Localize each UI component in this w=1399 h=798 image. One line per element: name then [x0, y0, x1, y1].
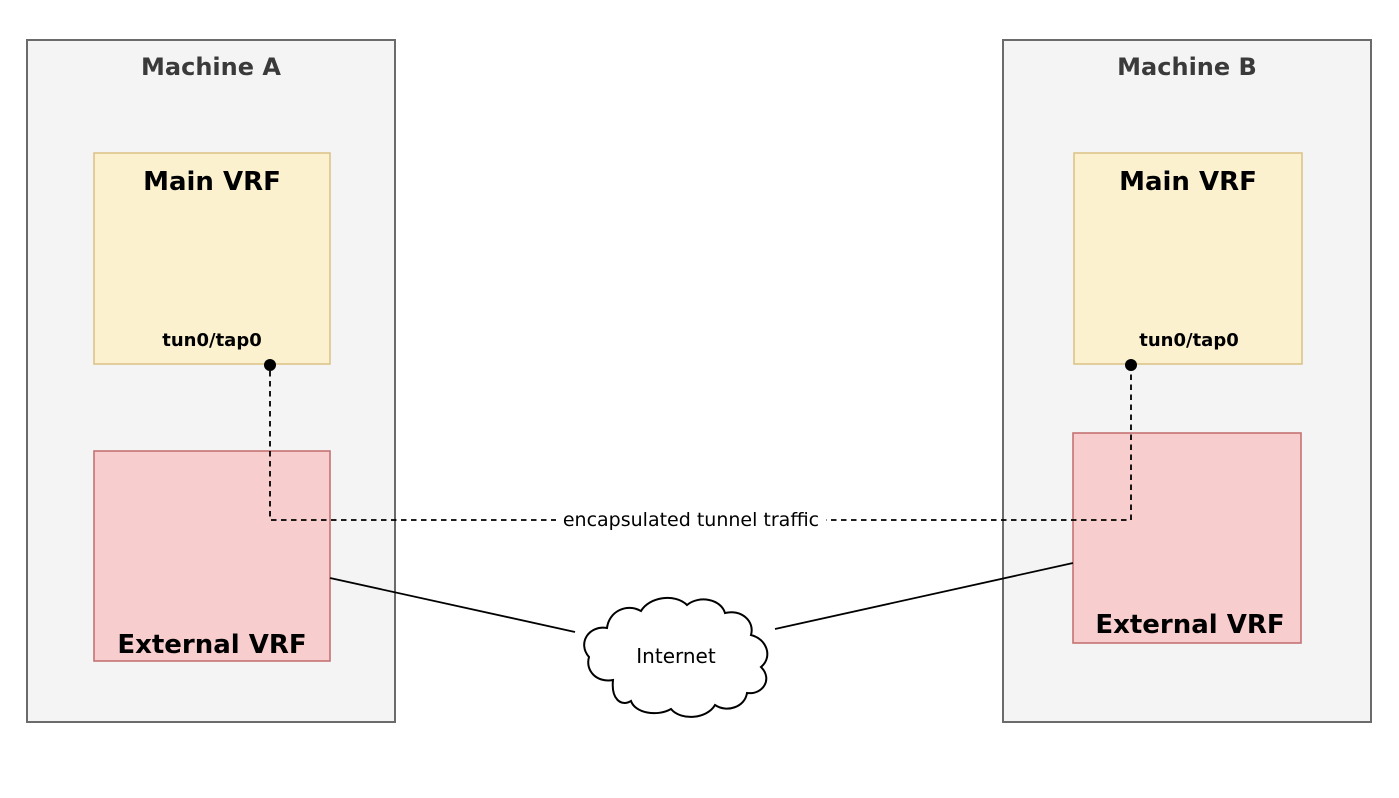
tunnel-traffic-edge: encapsulated tunnel traffic [264, 359, 1137, 533]
machine-b-external-vrf-label: External VRF [1095, 610, 1284, 640]
internet-cloud [583, 596, 769, 718]
machine-b-tunnel-port-dot [1125, 359, 1137, 371]
machine-b-title: Machine B [1117, 53, 1257, 81]
machine-a-internet-link [329, 577, 576, 633]
machine-b-external-vrf-box [1072, 432, 1302, 644]
machine-a-external-vrf-box [93, 450, 331, 662]
internet-node: Internet [583, 596, 769, 718]
machine-b: Machine B Main VRF tun0/tap0 External VR… [1002, 39, 1372, 723]
machine-a: Machine A Main VRF tun0/tap0 External VR… [26, 39, 396, 723]
internet-label: Internet [636, 644, 716, 668]
machine-a-main-vrf-box [93, 152, 331, 365]
machine-b-main-vrf-label: Main VRF [1119, 167, 1257, 197]
tunnel-traffic-dashed-line [269, 371, 1132, 521]
machine-b-main-vrf-box [1073, 152, 1303, 365]
tunnel-traffic-label: encapsulated tunnel traffic [563, 509, 819, 531]
machine-a-main-vrf-label: Main VRF [143, 167, 281, 197]
tunnel-traffic-label-background [556, 507, 826, 533]
machine-a-title: Machine A [141, 53, 281, 81]
machine-a-tunnel-port-dot [264, 359, 276, 371]
machine-b-tunnel-interface-label: tun0/tap0 [1139, 330, 1239, 351]
machine-a-tunnel-interface-label: tun0/tap0 [162, 330, 262, 351]
machine-a-external-vrf-label: External VRF [117, 630, 306, 660]
machine-b-internet-link [774, 562, 1074, 630]
